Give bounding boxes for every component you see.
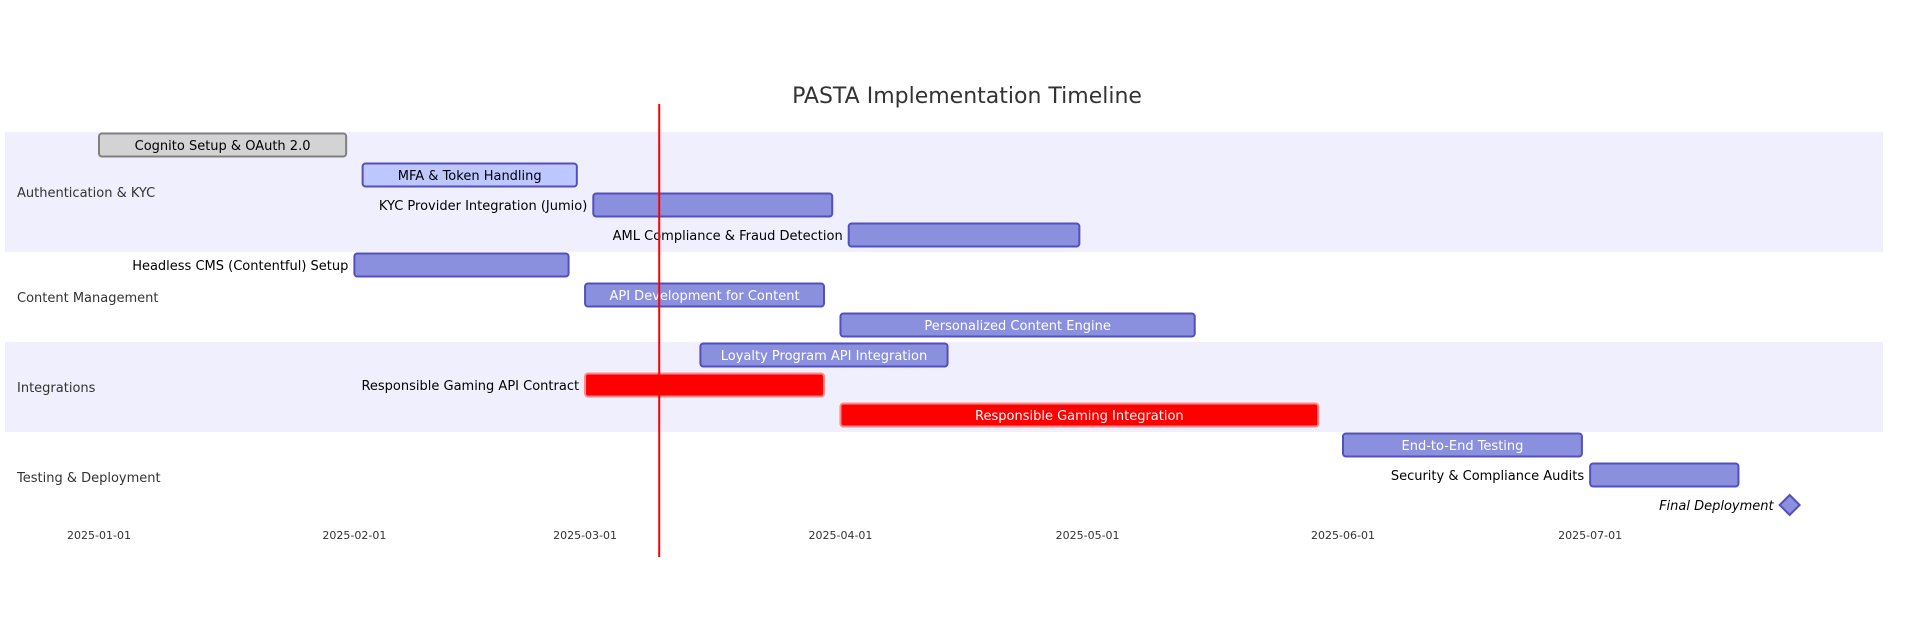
chart-title: PASTA Implementation Timeline bbox=[792, 84, 1142, 109]
task-label: API Development for Content bbox=[609, 289, 799, 304]
task-label: Security & Compliance Audits bbox=[1391, 469, 1585, 484]
task-label: Personalized Content Engine bbox=[924, 319, 1110, 334]
task-bar[interactable] bbox=[699, 342, 949, 368]
x-axis-ticks: 2025-01-01 2025-02-01 2025-03-01 2025-04-01… bbox=[67, 529, 1622, 542]
task-label: Cognito Setup & OAuth 2.0 bbox=[135, 139, 311, 154]
section-label: Authentication & KYC bbox=[17, 186, 155, 201]
task-bar[interactable] bbox=[847, 222, 1081, 248]
task-label: Loyalty Program API Integration bbox=[721, 349, 927, 364]
task-bar[interactable] bbox=[1342, 432, 1583, 458]
task-bar[interactable] bbox=[98, 132, 348, 158]
task-bar[interactable] bbox=[839, 312, 1196, 338]
x-tick-label: 2025-02-01 bbox=[322, 529, 386, 542]
milestone-marker[interactable] bbox=[1778, 493, 1802, 517]
section-label: Content Management bbox=[17, 291, 158, 306]
x-tick-label: 2025-03-01 bbox=[553, 529, 617, 542]
section-labels: Authentication & KYC Content ManagementIn… bbox=[16, 186, 161, 486]
task-label: Responsible Gaming API Contract bbox=[361, 379, 579, 394]
x-tick-label: 2025-07-01 bbox=[1558, 529, 1622, 542]
task-bar[interactable] bbox=[584, 282, 825, 308]
task-bar[interactable] bbox=[592, 192, 834, 218]
task-bar[interactable] bbox=[361, 162, 578, 188]
task-label: Final Deployment bbox=[1659, 499, 1774, 514]
section-label: Testing & Deployment bbox=[16, 471, 161, 486]
task-label: End-to-End Testing bbox=[1401, 439, 1523, 454]
task-label: KYC Provider Integration (Jumio) bbox=[379, 199, 587, 214]
x-tick-label: 2025-05-01 bbox=[1056, 529, 1120, 542]
x-tick-label: 2025-06-01 bbox=[1311, 529, 1375, 542]
task-bar[interactable] bbox=[584, 372, 825, 398]
task-label: AML Compliance & Fraud Detection bbox=[613, 229, 843, 244]
task-bar[interactable] bbox=[1589, 462, 1740, 488]
x-tick-label: 2025-04-01 bbox=[808, 529, 872, 542]
x-tick-label: 2025-01-01 bbox=[67, 529, 131, 542]
task-label: Responsible Gaming Integration bbox=[975, 409, 1184, 424]
task-bar[interactable] bbox=[839, 402, 1320, 428]
task-label: Headless CMS (Contentful) Setup bbox=[132, 259, 348, 274]
task-label: MFA & Token Handling bbox=[398, 169, 542, 184]
section-label: Integrations bbox=[17, 381, 96, 396]
task-bar[interactable] bbox=[353, 252, 570, 278]
